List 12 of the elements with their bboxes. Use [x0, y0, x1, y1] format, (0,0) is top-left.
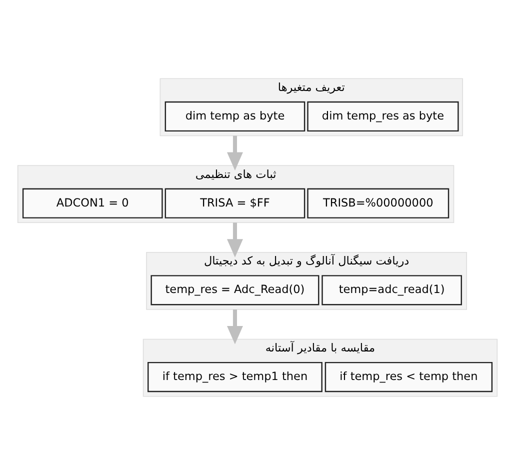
- node-box: if temp_res > temp1 then: [148, 362, 322, 392]
- arrow: [226, 136, 243, 171]
- node-box: ADCON1 = 0: [22, 188, 163, 218]
- arrow: [226, 309, 243, 344]
- node-box: TRISA = $FF: [164, 188, 306, 218]
- node-box: if temp_res < temp then: [324, 362, 493, 392]
- node-box: dim temp as byte: [164, 101, 306, 132]
- node-box: temp_res = Adc_Read(0): [150, 275, 320, 306]
- arrow: [226, 222, 243, 258]
- node-box: temp=adc_read(1): [322, 275, 462, 306]
- node-box: TRISB=%00000000: [307, 188, 450, 218]
- node-box: dim temp_res as byte: [307, 101, 459, 132]
